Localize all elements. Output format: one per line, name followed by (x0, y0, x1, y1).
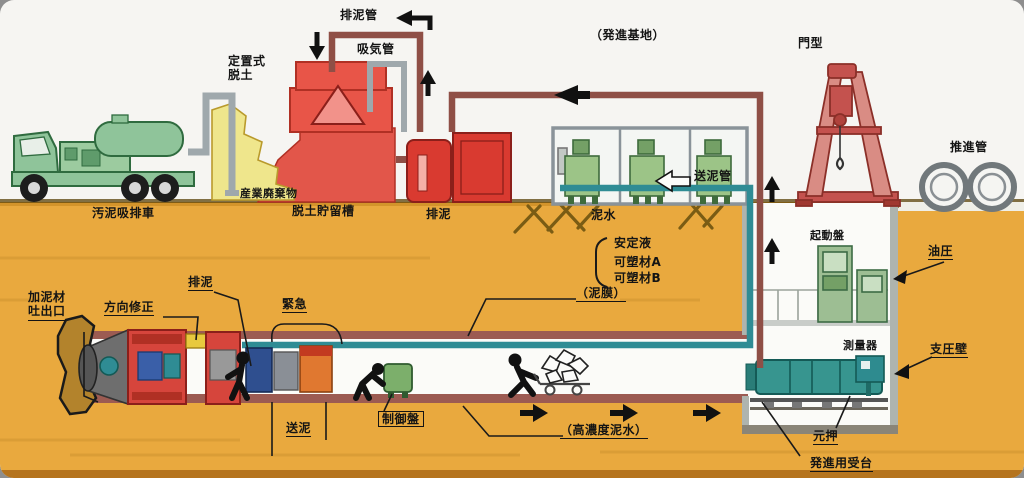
leader-direction-correction (163, 316, 199, 341)
label-emergency: 緊急 (282, 297, 308, 314)
tunnel-boring-machine (56, 314, 241, 416)
leader-additive-outlet (83, 332, 99, 403)
flow-arrow-corner-left-icon (396, 10, 433, 30)
label-slurry-feed: 送泥 (286, 421, 312, 438)
discharge-pipe-run (328, 31, 764, 368)
feed-pipe-outline-arrow-left-icon (654, 169, 691, 193)
leader-arrowhead-hydraulic (893, 270, 907, 284)
starter-panel-cabinets (817, 245, 888, 323)
label-hydraulic: 油圧 (928, 244, 954, 261)
leader-jack-cradle (761, 395, 851, 457)
leader-hydraulic (900, 261, 945, 278)
label-reaction-wall: 支圧壁 (930, 342, 968, 359)
leader-mud-film (467, 298, 576, 337)
label-stationary-soil-removal: 定置式 脱土 (228, 54, 266, 83)
waste-pile (211, 103, 297, 201)
slurry-flow-arrow-right-1-icon (520, 404, 548, 422)
worker-figure-2 (353, 363, 386, 401)
leader-tunnel-discharge (213, 291, 252, 367)
soil-hopper (256, 61, 396, 203)
worker-figure-1 (225, 351, 250, 401)
label-launch-base: （発進基地） (590, 28, 666, 42)
shaft-flow-arrow-up-2-icon (764, 238, 780, 264)
slurry-feed-pipe-run (242, 184, 754, 349)
label-slurry-feed-pipe: 送泥管 (694, 169, 732, 183)
label-launch-cradle: 発進用受台 (810, 456, 873, 473)
brace-additives (595, 237, 608, 288)
shaft-flow-arrow-up-1-icon (764, 176, 780, 202)
label-stabilizer-liquid: 安定液 (614, 236, 652, 250)
label-direction-correction: 方向修正 (104, 300, 155, 317)
flow-arrow-up-icon (420, 70, 436, 96)
leader-lines (83, 237, 945, 457)
gantry-crane (795, 63, 901, 207)
jack-assembly (745, 355, 888, 410)
leader-slurry-feed (271, 402, 327, 456)
spoil-cart (533, 348, 590, 396)
label-main-jack: 元押 (813, 429, 839, 446)
leader-control-panel (383, 393, 393, 412)
label-mud-film: （泥膜） (576, 286, 627, 303)
air-intake-pipe-run (367, 61, 407, 132)
flow-arrows (309, 10, 780, 422)
vacuum-truck (11, 114, 195, 202)
label-industrial-waste: 産業廃棄物 (240, 187, 298, 200)
label-soil-storage-tank: 脱土貯留槽 (292, 204, 355, 218)
slurry-flow-arrow-right-3-icon (693, 404, 721, 422)
label-jacking-pipes: 推進管 (950, 140, 988, 154)
rock-pile (540, 348, 590, 384)
slurry-plant (551, 126, 749, 206)
discharge-unit (396, 132, 512, 203)
leader-reaction-wall (905, 356, 933, 370)
flow-arrow-left-icon (554, 85, 590, 105)
equipment-train (245, 345, 413, 398)
label-air-intake-pipe: 吸気管 (357, 42, 395, 56)
label-discharge-unit: 排泥 (426, 207, 452, 221)
worker-figures (225, 351, 539, 401)
label-tunnel-discharge: 排泥 (188, 275, 214, 292)
leader-arrowhead-reaction-wall (894, 364, 909, 379)
leader-emergency-bracket (270, 323, 343, 345)
label-starter-panel: 起動盤 (810, 229, 845, 242)
label-gantry: 門型 (798, 36, 824, 50)
worker-figure-3 (508, 353, 539, 398)
leader-high-density-slurry (462, 405, 563, 437)
truck-suction-pipe (188, 92, 239, 196)
label-control-panel: 制御盤 (378, 411, 424, 428)
label-high-density-slurry: （高濃度泥水） (560, 423, 648, 440)
label-plastic-material-a: 可塑材A (614, 255, 662, 269)
survey-instrument (855, 355, 885, 396)
label-plastic-material-b: 可塑材B (614, 271, 662, 285)
flow-arrow-down-icon (309, 32, 325, 60)
label-discharge-pipe: 排泥管 (340, 8, 378, 22)
slurry-flow-arrow-right-2-icon (610, 404, 638, 422)
hoist-icon (829, 85, 853, 171)
label-slurry: 泥水 (591, 208, 617, 222)
label-mud-additive-outlet: 加泥材 吐出口 (28, 290, 66, 321)
label-sludge-truck: 汚泥吸排車 (92, 206, 155, 220)
label-survey-instrument: 測量器 (843, 339, 878, 352)
jacking-pipe-rings (919, 162, 1017, 212)
